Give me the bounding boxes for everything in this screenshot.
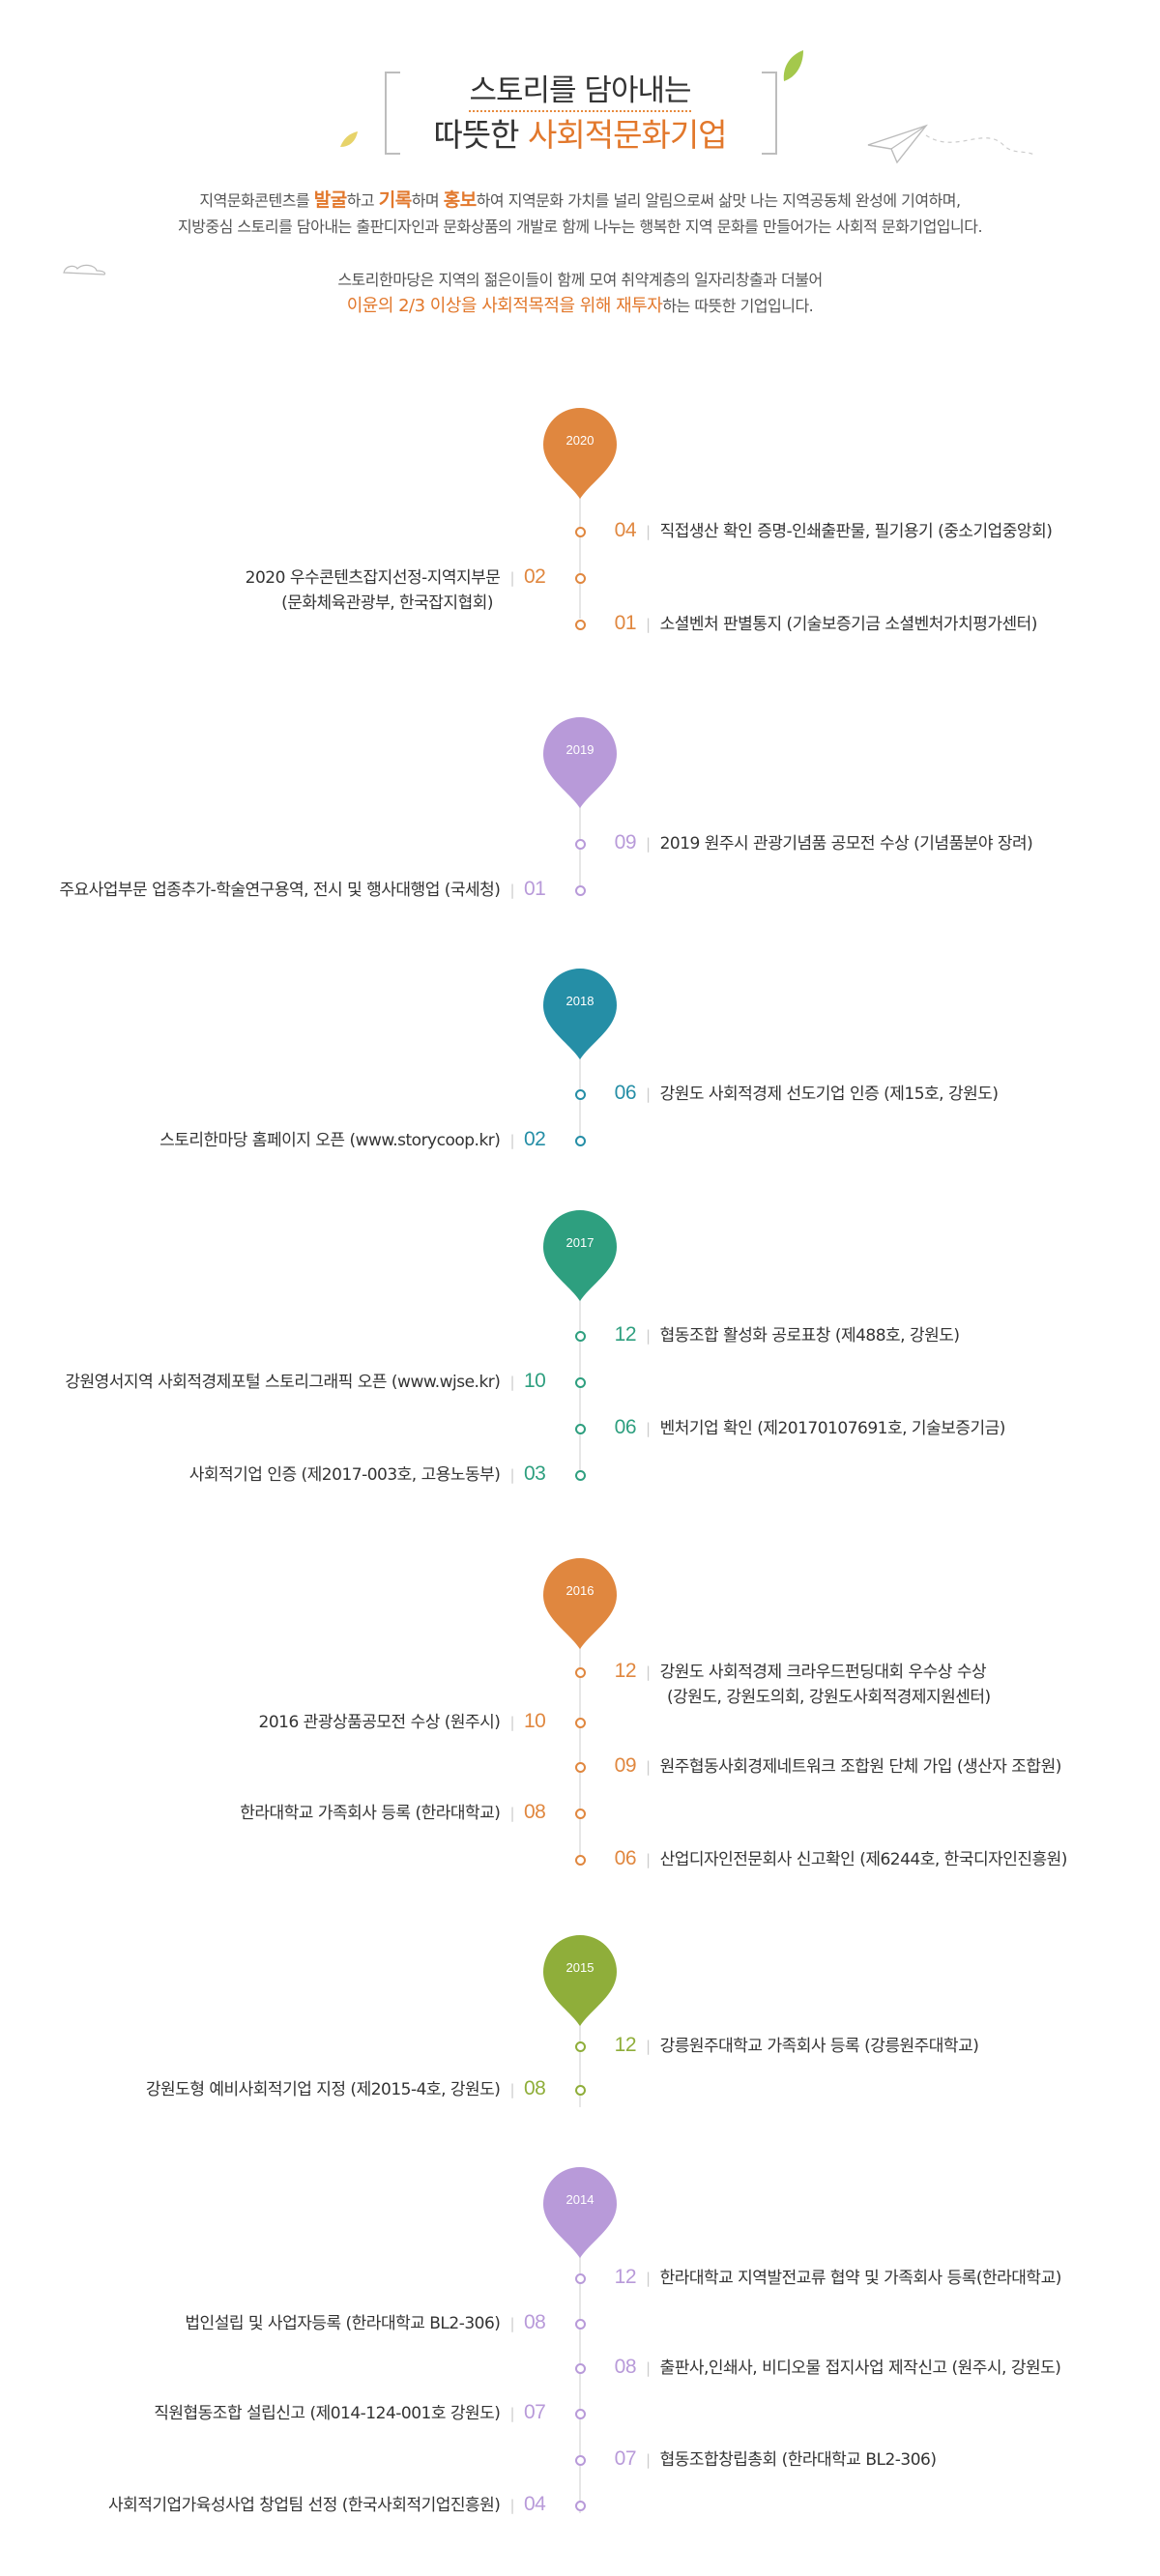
history-item: 직원협동조합 설립신고 (제014-124-001호 강원도)|07 xyxy=(154,2401,546,2423)
timeline-dot xyxy=(575,885,586,896)
history-item: 사회적기업가육성사업 창업팀 선정 (한국사회적기업진흥원)|04 xyxy=(107,2493,546,2515)
history-item: 12|한라대학교 지역발전교류 협약 및 가족회사 등록(한라대학교) xyxy=(614,2266,1062,2288)
history-item: 강원도형 예비사회적기업 지정 (제2015-4호, 강원도)|08 xyxy=(145,2077,546,2099)
year-label: 2014 xyxy=(566,2192,594,2207)
timeline-dot xyxy=(575,620,586,630)
title-bracket-left xyxy=(385,72,400,155)
year-label: 2017 xyxy=(566,1235,594,1250)
timeline-dot xyxy=(575,1762,586,1773)
timeline-dot xyxy=(575,1718,586,1728)
timeline-dot xyxy=(575,2085,586,2096)
history-item: 주요사업부문 업종추가-학술연구용역, 전시 및 행사대행업 (국세청)|01 xyxy=(59,878,546,900)
history-item: 스토리한마당 홈페이지 오픈 (www.storycoop.kr)|02 xyxy=(160,1128,546,1150)
timeline-line xyxy=(579,1634,581,1866)
year-marker-2014: 2014 xyxy=(541,2165,619,2262)
year-marker-2017: 2017 xyxy=(541,1208,619,1305)
page-title-line2: 따뜻한 사회적문화기업 xyxy=(433,116,727,154)
timeline-dot xyxy=(575,1809,586,1819)
timeline-dot xyxy=(575,2409,586,2419)
timeline-dot xyxy=(575,2041,586,2052)
timeline-dot xyxy=(575,1424,586,1434)
intro-paragraph-4: 이윤의 2/3 이상을 사회적목적을 위해 재투자하는 따뜻한 기업입니다. xyxy=(346,296,814,316)
history-item: 07|협동조합창립총회 (한라대학교 BL2-306) xyxy=(614,2447,937,2470)
timeline-dot xyxy=(575,1855,586,1866)
year-label: 2019 xyxy=(566,742,594,757)
history-item: 2016 관광상품공모전 수상 (원주시)|10 xyxy=(258,1710,546,1732)
history-item: 한라대학교 가족회사 등록 (한라대학교)|08 xyxy=(240,1801,546,1823)
history-item: 09|2019 원주시 관광기념품 공모전 수상 (기념품분야 장려) xyxy=(614,831,1033,854)
history-item: 12|강원도 사회적경제 크라우드펀딩대회 우수상 수상 (강원도, 강원도의회… xyxy=(614,1660,992,1707)
history-item: 06|강원도 사회적경제 선도기업 인증 (제15호, 강원도) xyxy=(614,1082,999,1104)
year-marker-2020: 2020 xyxy=(541,406,619,503)
timeline-dot xyxy=(575,1470,586,1481)
year-label: 2016 xyxy=(566,1583,594,1598)
paper-plane-icon xyxy=(867,124,1035,164)
history-item: 01|소셜벤처 판별통지 (기술보증기금 소셜벤처가치평가센터) xyxy=(614,612,1038,634)
timeline-dot xyxy=(575,1136,586,1146)
timeline-dot xyxy=(575,527,586,537)
year-marker-2016: 2016 xyxy=(541,1556,619,1653)
timeline-dot xyxy=(575,573,586,584)
timeline-dot xyxy=(575,1667,586,1678)
timeline-dot xyxy=(575,2319,586,2330)
timeline-dot xyxy=(575,1331,586,1342)
title-bracket-right xyxy=(762,72,777,155)
leaf-icon xyxy=(340,131,358,147)
timeline-dot xyxy=(575,839,586,850)
history-item: 12|협동조합 활성화 공로표창 (제488호, 강원도) xyxy=(614,1323,960,1346)
history-item: 09|원주협동사회경제네트워크 조합원 단체 가입 (생산자 조합원) xyxy=(614,1754,1062,1777)
timeline-dot xyxy=(575,2455,586,2466)
intro-paragraph-2: 지방중심 스토리를 담아내는 출판디자인과 문화상품의 개발로 함께 나누는 행… xyxy=(177,217,983,236)
cloud-icon xyxy=(63,264,106,275)
timeline-line xyxy=(579,2243,581,2513)
timeline-dot xyxy=(575,1089,586,1100)
timeline-dot xyxy=(575,2273,586,2284)
intro-paragraph-3: 스토리한마당은 지역의 젊은이들이 함께 모여 취약계층의 일자리창출과 더불어 xyxy=(337,271,823,289)
intro-paragraph-1: 지역문화콘텐츠를 발굴하고 기록하며 홍보하여 지역문화 가치를 널리 알림으로… xyxy=(199,189,961,211)
year-label: 2018 xyxy=(566,994,594,1008)
history-item: 08|출판사,인쇄사, 비디오물 접지사업 제작신고 (원주시, 강원도) xyxy=(614,2356,1061,2378)
history-item: 2020 우수콘텐츠잡지선정-지역지부문|02 (문화체육관광부, 한국잡지협회… xyxy=(245,565,546,613)
timeline-line xyxy=(579,483,581,619)
intro-section: 스토리를 담아내는 따뜻한 사회적문화기업 지역문화콘텐츠를 발굴하고 기록하며… xyxy=(0,0,1160,348)
timeline-line xyxy=(579,2011,581,2107)
history-item: 06|벤처기업 확인 (제20170107691호, 기술보증기금) xyxy=(614,1416,1006,1438)
page-title-line1: 스토리를 담아내는 xyxy=(0,72,1160,112)
history-item: 06|산업디자인전문회사 신고확인 (제6244호, 한국디자인진흥원) xyxy=(614,1847,1068,1869)
timeline-dot xyxy=(575,2501,586,2511)
timeline-dot xyxy=(575,1377,586,1388)
year-marker-2018: 2018 xyxy=(541,967,619,1063)
history-item: 04|직접생산 확인 증명-인쇄출판물, 필기용기 (중소기업중앙회) xyxy=(614,519,1053,541)
history-item: 사회적기업 인증 (제2017-003호, 고용노동부)|03 xyxy=(188,1462,546,1485)
history-item: 법인설립 및 사업자등록 (한라대학교 BL2-306)|08 xyxy=(185,2311,546,2333)
leaf-icon xyxy=(783,50,803,81)
year-label: 2020 xyxy=(566,433,594,448)
year-marker-2019: 2019 xyxy=(541,715,619,812)
history-item: 12|강릉원주대학교 가족회사 등록 (강릉원주대학교) xyxy=(614,2034,979,2056)
history-item: 강원영서지역 사회적경제포털 스토리그래픽 오픈 (www.wjse.kr)|1… xyxy=(65,1370,546,1392)
year-marker-2015: 2015 xyxy=(541,1933,619,2030)
timeline-dot xyxy=(575,2363,586,2374)
year-label: 2015 xyxy=(566,1960,594,1975)
